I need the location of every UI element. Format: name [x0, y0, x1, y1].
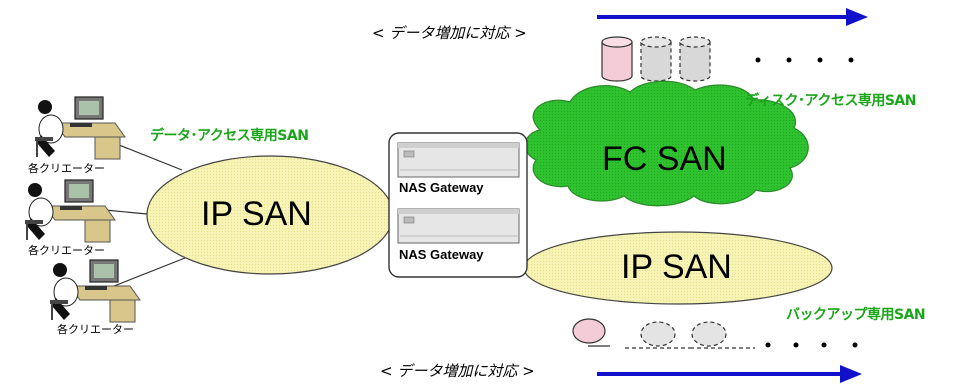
continuation-dots-bottom	[765, 342, 858, 348]
creator-workstation-icon-3	[50, 259, 141, 323]
creator-workstation-icon-2	[25, 179, 116, 243]
disk-pink-icon	[601, 36, 633, 82]
nas-gateway-label-1: NAS Gateway	[399, 180, 484, 195]
bottom-growth-arrow	[597, 365, 862, 383]
tape-dashed-icon-1	[625, 321, 690, 349]
bottom-growth-note: < データ増加に対応 >	[380, 362, 535, 380]
disk-dashed-icon-1	[640, 36, 672, 82]
disk-dashed-icon-2	[679, 36, 711, 82]
fc-san-label: FC SAN	[602, 140, 727, 178]
creator-label-2: 各クリエーター	[28, 244, 105, 257]
nas-gateway-server-icon-1	[397, 142, 520, 178]
disk-access-san-label: ディスク･アクセス専用SAN	[745, 93, 916, 109]
nas-gateway-server-icon-2	[397, 208, 520, 244]
top-growth-note: < データ増加に対応 >	[372, 24, 527, 42]
backup-san-label: バックアップ専用SAN	[786, 307, 926, 323]
continuation-dots-top	[755, 57, 854, 63]
top-growth-arrow	[597, 8, 868, 26]
nas-gateway-group	[388, 132, 528, 278]
ip-san-right-label: IP SAN	[621, 248, 732, 286]
creator-workstation-icon-1	[35, 96, 126, 160]
data-access-san-label: データ･アクセス専用SAN	[150, 128, 309, 144]
tape-dashed-icon-2	[690, 321, 755, 349]
creator-label-3: 各クリエーター	[57, 323, 134, 336]
ip-san-left-label: IP SAN	[201, 195, 312, 233]
tape-pink-icon	[572, 318, 610, 347]
fc-san-cloud-shape	[524, 80, 809, 207]
nas-gateway-label-2: NAS Gateway	[399, 247, 484, 262]
creator-links	[103, 142, 186, 291]
creator-label-1: 各クリエーター	[28, 162, 105, 175]
